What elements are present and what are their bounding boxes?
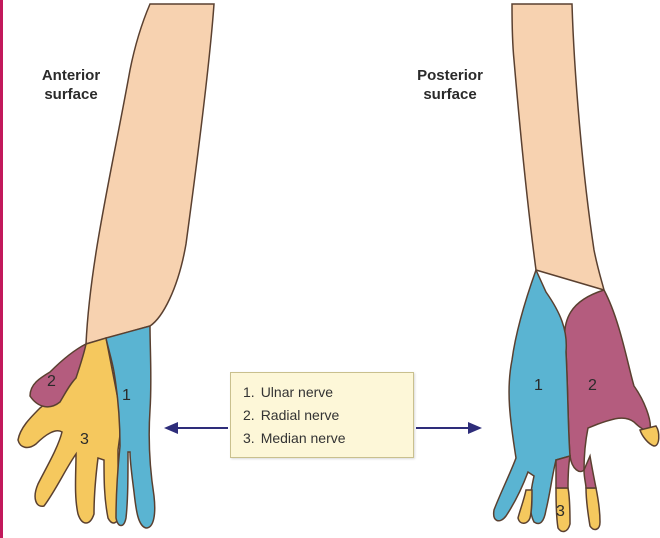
legend-item-radial: 2. Radial nerve [243,404,413,427]
posterior-label-line-2: surface [398,85,502,104]
anterior-surface-label: Anterior surface [24,66,118,104]
posterior-median-tip-ring [518,490,532,523]
arrow-to-posterior [416,422,482,434]
anterior-region-number-median: 3 [80,431,89,448]
legend-item-ulnar: 1. Ulnar nerve [243,381,413,404]
anterior-label-line-1: Anterior [24,66,118,85]
legend-text: Ulnar nerve [261,384,333,400]
posterior-radial-region [565,290,651,471]
posterior-middle-finger [556,456,570,488]
anterior-forearm [86,4,214,344]
posterior-arm: 1 2 3 [494,4,659,531]
legend-number: 2. [243,407,255,423]
posterior-forearm [512,4,604,290]
posterior-region-number-radial: 2 [588,377,597,394]
posterior-label-line-1: Posterior [398,66,502,85]
arrow-to-anterior [164,422,228,434]
anterior-region-number-ulnar: 1 [122,387,131,404]
legend-text: Radial nerve [261,407,340,423]
posterior-region-number-median: 3 [556,503,565,520]
legend-number: 3. [243,430,255,446]
legend-item-median: 3. Median nerve [243,427,413,450]
legend-number: 1. [243,384,255,400]
posterior-index-finger [584,456,596,488]
legend-text: Median nerve [261,430,346,446]
anterior-label-line-2: surface [24,85,118,104]
posterior-median-tip-thumb [640,426,659,446]
legend-box: 1. Ulnar nerve 2. Radial nerve 3. Median ne… [230,372,414,458]
posterior-surface-label: Posterior surface [398,66,502,104]
posterior-median-tip-index [586,488,600,529]
posterior-region-number-ulnar: 1 [534,377,543,394]
anterior-region-number-radial: 2 [47,373,56,390]
